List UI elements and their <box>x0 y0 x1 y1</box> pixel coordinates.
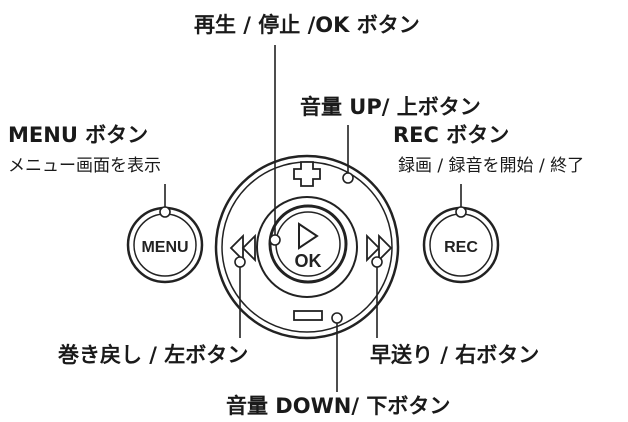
leader-lines <box>159 45 467 392</box>
ok-label: OK <box>295 251 322 271</box>
rewind-button[interactable] <box>229 233 256 263</box>
fast-forward-icon <box>366 233 393 263</box>
play-ok-label: 再生 / 停止 /OK ボタン <box>194 13 420 37</box>
rewind-label: 巻き戻し / 左ボタン <box>58 343 249 367</box>
volume-down-label: 音量 DOWN/ 下ボタン <box>226 394 451 418</box>
forward-button[interactable] <box>366 233 393 263</box>
play-triangle-icon <box>298 222 319 250</box>
rec-button-label: REC <box>444 239 478 256</box>
menu-button[interactable]: MENU <box>126 206 204 284</box>
rec-button[interactable]: REC <box>422 206 500 284</box>
menu-button-label: MENU <box>141 239 188 256</box>
rewind-icon <box>229 233 256 263</box>
forward-label: 早送り / 右ボタン <box>370 343 540 367</box>
volume-up-label: 音量 UP/ 上ボタン <box>300 95 481 119</box>
minus-icon <box>293 310 323 321</box>
play-ok-button[interactable]: OK <box>268 204 348 284</box>
rec-description: 録画 / 録音を開始 / 終了 <box>398 156 585 176</box>
volume-down-button[interactable] <box>293 310 323 321</box>
volume-up-button[interactable] <box>293 161 321 187</box>
menu-description: メニュー画面を表示 <box>8 156 161 176</box>
rec-label: REC ボタン <box>393 123 510 147</box>
plus-icon <box>293 161 321 187</box>
menu-label: MENU ボタン <box>8 123 149 147</box>
